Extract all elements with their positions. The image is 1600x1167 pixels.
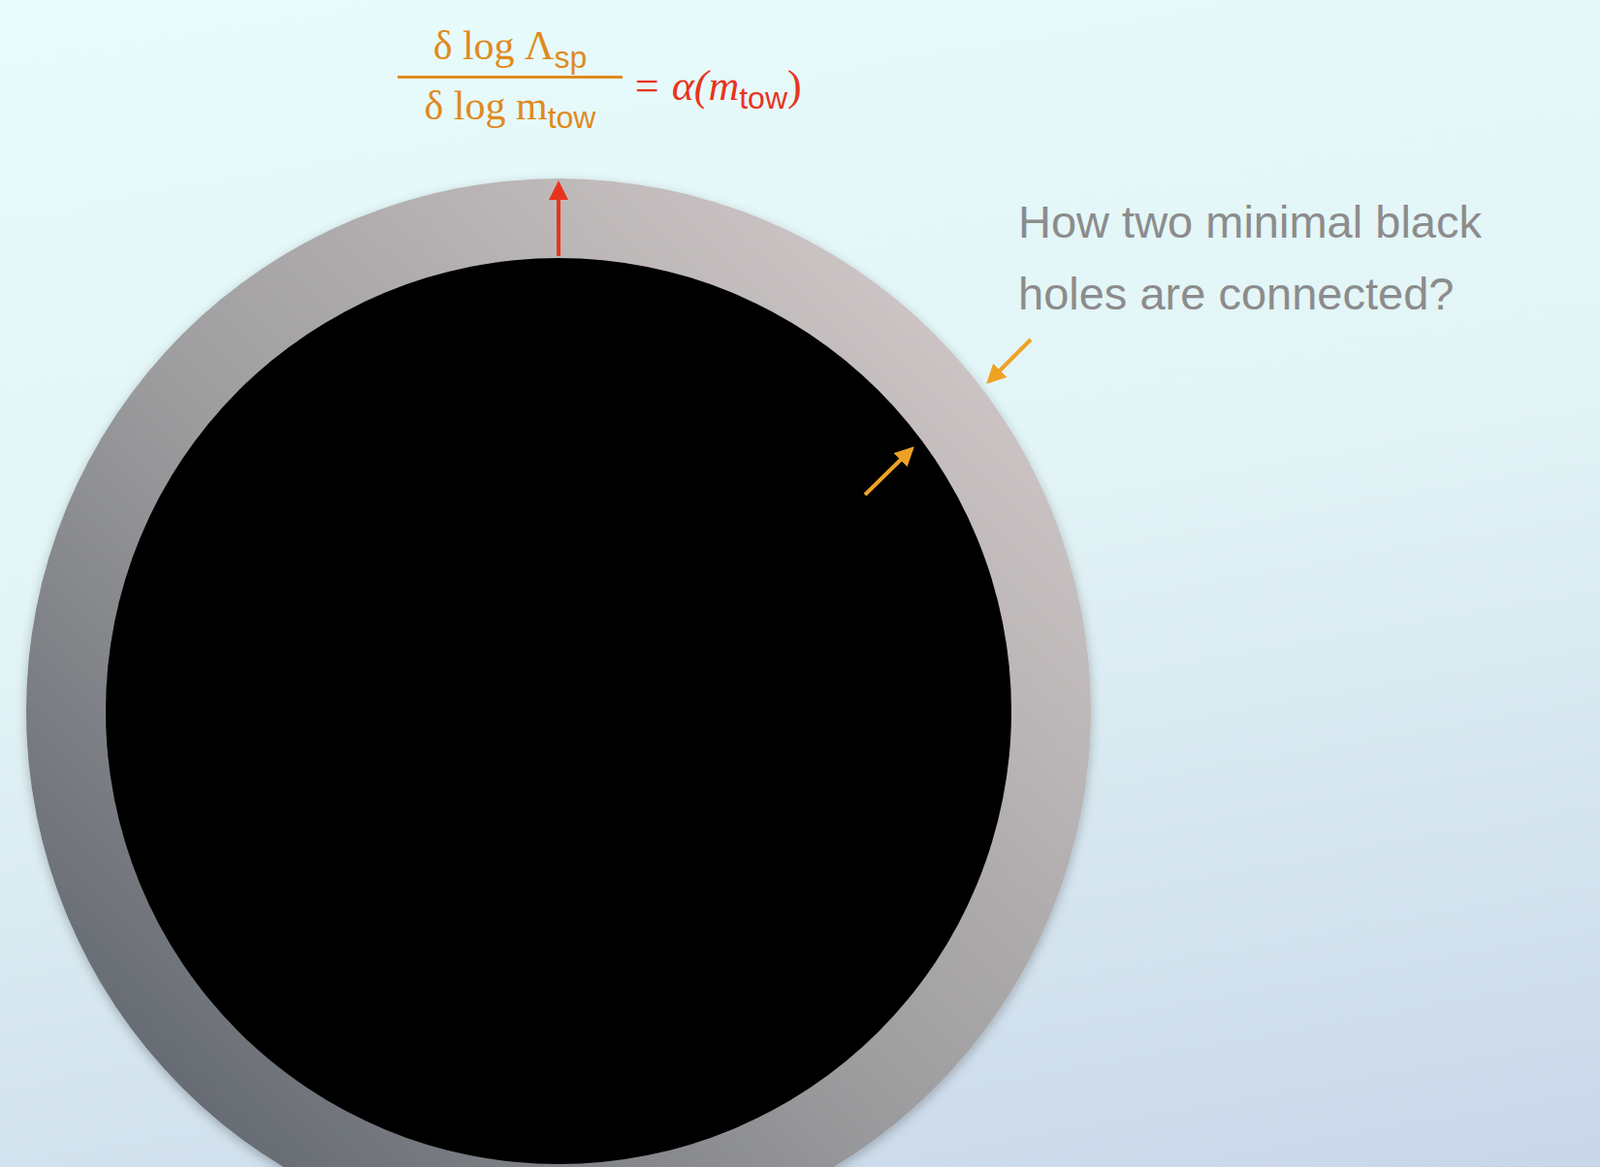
radius-arrow <box>556 184 561 256</box>
fraction-bar <box>397 75 623 79</box>
pointer-arrow <box>864 448 912 495</box>
outer-ring <box>26 178 1091 1167</box>
formula-fraction: δ log Λsp δ log mtow <box>397 21 623 133</box>
black-hole <box>105 257 1012 1164</box>
formula-rhs: = α(mtow) <box>632 62 802 114</box>
denominator: δ log mtow <box>424 81 597 133</box>
formula-symbol: = α(m <box>632 62 739 110</box>
subscript: sp <box>554 39 588 75</box>
formula-symbol: δ log m <box>424 83 548 128</box>
subscript: tow <box>738 80 788 116</box>
note-text-box: How two minimal black holes are connecte… <box>1018 186 1591 330</box>
note-text: How two minimal black holes are connecte… <box>1018 195 1482 320</box>
pointer-arrow <box>989 339 1031 382</box>
numerator: δ log Λsp <box>433 21 588 73</box>
formula-symbol: δ log Λ <box>433 23 555 68</box>
subscript: tow <box>547 99 597 135</box>
formula-symbol: ) <box>787 62 802 110</box>
